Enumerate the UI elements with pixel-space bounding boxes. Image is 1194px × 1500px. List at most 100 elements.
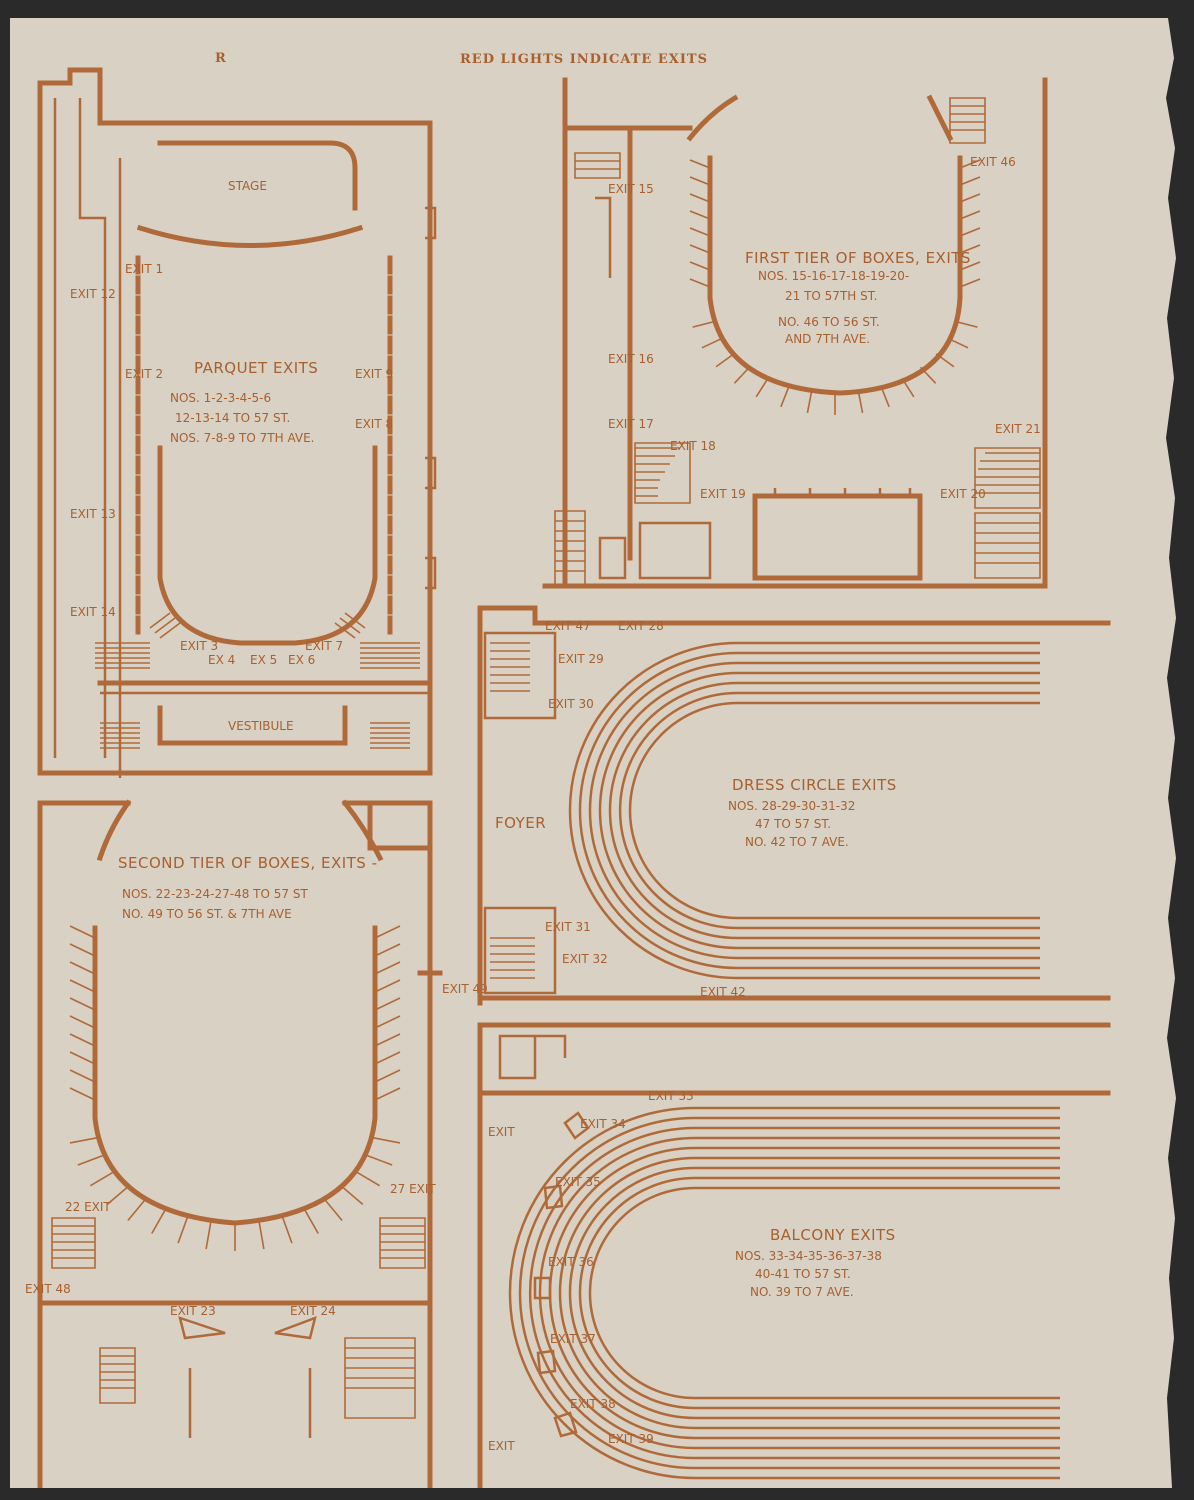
box-partition [69,997,96,1011]
box-partition [69,943,96,957]
seating-row-curve [578,1176,1060,1410]
seating-row-curve [608,681,1040,940]
second-exit-23: EXIT 23 [170,1304,216,1318]
bal-exit-side-bottom: EXIT [488,1439,515,1453]
box-partition [69,925,96,939]
box-partition [374,925,401,939]
balcony-plan: BALCONY EXITS NOS. 33-34-35-36-37-38 40-… [477,1022,1111,1500]
box-partition [106,1185,130,1205]
dc-exit-47: EXIT 47 [545,619,591,633]
dc-exit-28: EXIT 28 [618,619,664,633]
box-partition [258,1221,265,1250]
parquet-exit-9: EXIT 9 [355,367,393,381]
box-partition [959,227,981,237]
parquet-exit-5: EX 5 [250,653,277,667]
seating-row-curve [578,651,1040,970]
box-partition [127,1198,147,1221]
seating-row-curve [518,1116,1060,1470]
box-partition [69,1087,96,1101]
seating-row-curve [528,1126,1060,1460]
box-partition [689,278,711,288]
bal-exit-38: EXIT 38 [570,1397,616,1411]
first-exit-15: EXIT 15 [608,182,654,196]
first-exit-16: EXIT 16 [608,352,654,366]
balcony-line-2: 40-41 TO 57 ST. [755,1267,851,1281]
first-tier-line-3: NO. 46 TO 56 ST. [778,315,880,329]
parquet-line-1: NOS. 1-2-3-4-5-6 [170,391,271,405]
bal-exit-39: EXIT 39 [608,1432,654,1446]
box-partition [959,210,981,220]
parquet-exit-6: EX 6 [288,653,315,667]
box-partition [205,1221,212,1250]
dress-circle-line-1: NOS. 28-29-30-31-32 [728,799,855,813]
dress-circle-line-3: NO. 42 TO 7 AVE. [745,835,849,849]
parquet-exit-3: EXIT 3 [180,639,218,653]
box-partition [323,1198,343,1221]
box-partition [689,244,711,254]
box-partition [935,353,955,368]
box-partition [780,386,790,408]
box-partition [374,1033,401,1047]
first-tier-title: FIRST TIER OF BOXES, EXITS [745,249,971,267]
box-partition [374,979,401,993]
box-partition [374,1051,401,1065]
balcony-line-3: NO. 39 TO 7 AVE. [750,1285,854,1299]
vestibule-label: VESTIBULE [228,719,294,733]
box-partition [919,366,937,384]
box-partition [959,176,981,186]
box-partition [806,391,813,414]
seating-row-curve [588,661,1040,960]
seating-row-curve [508,1106,1060,1480]
floor-plans: RED LIGHTS INDICATE EXITS R STAGE [25,51,1111,1500]
box-partition [374,961,401,975]
box-partition [69,979,96,993]
seating-row-curve [558,1156,1060,1430]
box-partition [374,1069,401,1083]
box-partition [689,261,711,271]
box-partition [374,1015,401,1029]
box-partition [959,261,981,271]
seating-row-curve [618,691,1040,930]
second-tier-line-2: NO. 49 TO 56 ST. & 7TH AVE [122,907,292,921]
box-partition [947,337,969,349]
box-partition [303,1208,319,1234]
bal-exit-side-top: EXIT [488,1125,515,1139]
box-partition [689,193,711,203]
box-partition [69,1015,96,1029]
second-exit-22: 22 EXIT [65,1200,111,1214]
balcony-title: BALCONY EXITS [770,1226,896,1244]
parquet-plan: STAGE PARQUET EXITS NOS. 1-2-3-4-5-6 12-… [37,67,437,778]
dc-exit-30: EXIT 30 [548,697,594,711]
dress-circle-plan: FOYER DRESS CIRCLE EXITS NOS. 28-29-30-3… [477,605,1111,1006]
second-tier-title: SECOND TIER OF BOXES, EXITS - [118,854,378,872]
page-header: RED LIGHTS INDICATE EXITS [460,52,708,67]
seating-row-curve [588,1186,1060,1400]
parquet-exit-12: EXIT 12 [70,287,116,301]
seating-row-curve [628,701,1040,920]
box-partition [69,1051,96,1065]
box-partition [374,997,401,1011]
parquet-title: PARQUET EXITS [194,359,318,377]
second-tier-line-1: NOS. 22-23-24-27-48 TO 57 ST [122,887,308,901]
box-partition [151,1208,167,1234]
first-tier-line-4: AND 7TH AVE. [785,332,870,346]
corner-mark: R [215,51,227,66]
first-exit-17: EXIT 17 [608,417,654,431]
second-tier-plan: SECOND TIER OF BOXES, EXITS - NOS. 22-23… [25,799,488,1500]
seating-row-curve [538,1136,1060,1450]
box-partition [857,391,864,414]
box-partition [69,1069,96,1083]
box-partition [69,961,96,975]
seating-row-curve [568,1166,1060,1420]
first-exit-46: EXIT 46 [970,155,1016,169]
seating-row-curve [568,641,1040,980]
box-partition [689,159,711,169]
box-partition [340,1185,364,1205]
foyer-label: FOYER [495,814,546,832]
box-partition [715,353,735,368]
box-partition [355,1170,381,1187]
box-partition [959,278,981,288]
parquet-exit-7: EXIT 7 [305,639,343,653]
parquet-exit-14: EXIT 14 [70,605,116,619]
parquet-exit-8: EXIT 8 [355,417,393,431]
